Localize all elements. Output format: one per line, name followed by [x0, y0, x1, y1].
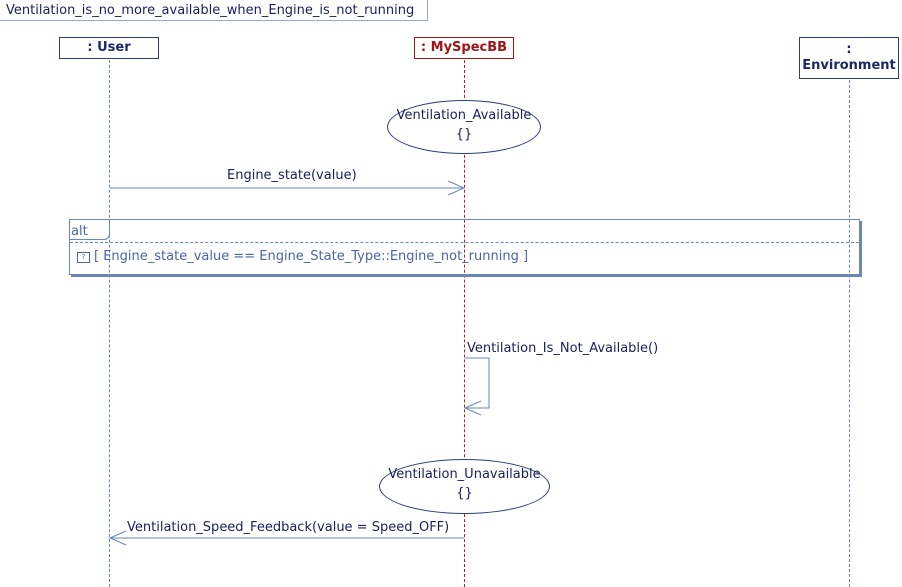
- message-speed-feedback-label: Ventilation_Speed_Feedback(value = Speed…: [127, 520, 450, 535]
- fragment-operator: alt: [70, 220, 110, 240]
- lifeline-environment-head[interactable]: : Environment: [799, 37, 899, 79]
- state-unavailable-name: Ventilation_Unavailable: [388, 467, 541, 482]
- lifeline-environment-label-colon: :: [846, 42, 852, 57]
- state-unavailable-invariant: {}: [456, 486, 473, 501]
- message-engine-state-arrow[interactable]: [110, 180, 466, 196]
- diagram-title: Ventilation_is_no_more_available_when_En…: [0, 0, 428, 21]
- lifeline-environment-line: [849, 80, 850, 587]
- guard-text: [ Engine_state_value == Engine_State_Typ…: [94, 249, 529, 264]
- alt-fragment[interactable]: alt ? [ Engine_state_value == Engine_Stat…: [69, 219, 860, 275]
- message-speed-feedback-arrow[interactable]: [108, 530, 464, 546]
- fragment-guard[interactable]: ? [ Engine_state_value == Engine_State_Ty…: [77, 249, 528, 264]
- guard-constraint-icon: ?: [77, 252, 90, 263]
- message-engine-state-label: Engine_state(value): [227, 168, 357, 183]
- state-ventilation-available[interactable]: Ventilation_Available {}: [387, 100, 541, 154]
- lifeline-user-line: [109, 60, 110, 587]
- lifeline-user-head[interactable]: : User: [59, 37, 159, 59]
- state-available-invariant: {}: [455, 127, 473, 142]
- state-available-name: Ventilation_Available: [396, 108, 532, 123]
- fragment-separator: [70, 242, 859, 243]
- message-not-available-label: Ventilation_Is_Not_Available(): [467, 341, 659, 356]
- lifeline-myspecbb-head[interactable]: : MySpecBB: [414, 37, 514, 59]
- lifeline-environment-label: Environment: [802, 58, 896, 73]
- lifeline-myspecbb-line: [464, 60, 465, 587]
- message-not-available-arrow[interactable]: [463, 357, 490, 416]
- state-ventilation-unavailable[interactable]: Ventilation_Unavailable {}: [379, 459, 550, 514]
- lifeline-user-label: : User: [87, 40, 131, 55]
- lifeline-myspecbb-label: : MySpecBB: [420, 40, 508, 55]
